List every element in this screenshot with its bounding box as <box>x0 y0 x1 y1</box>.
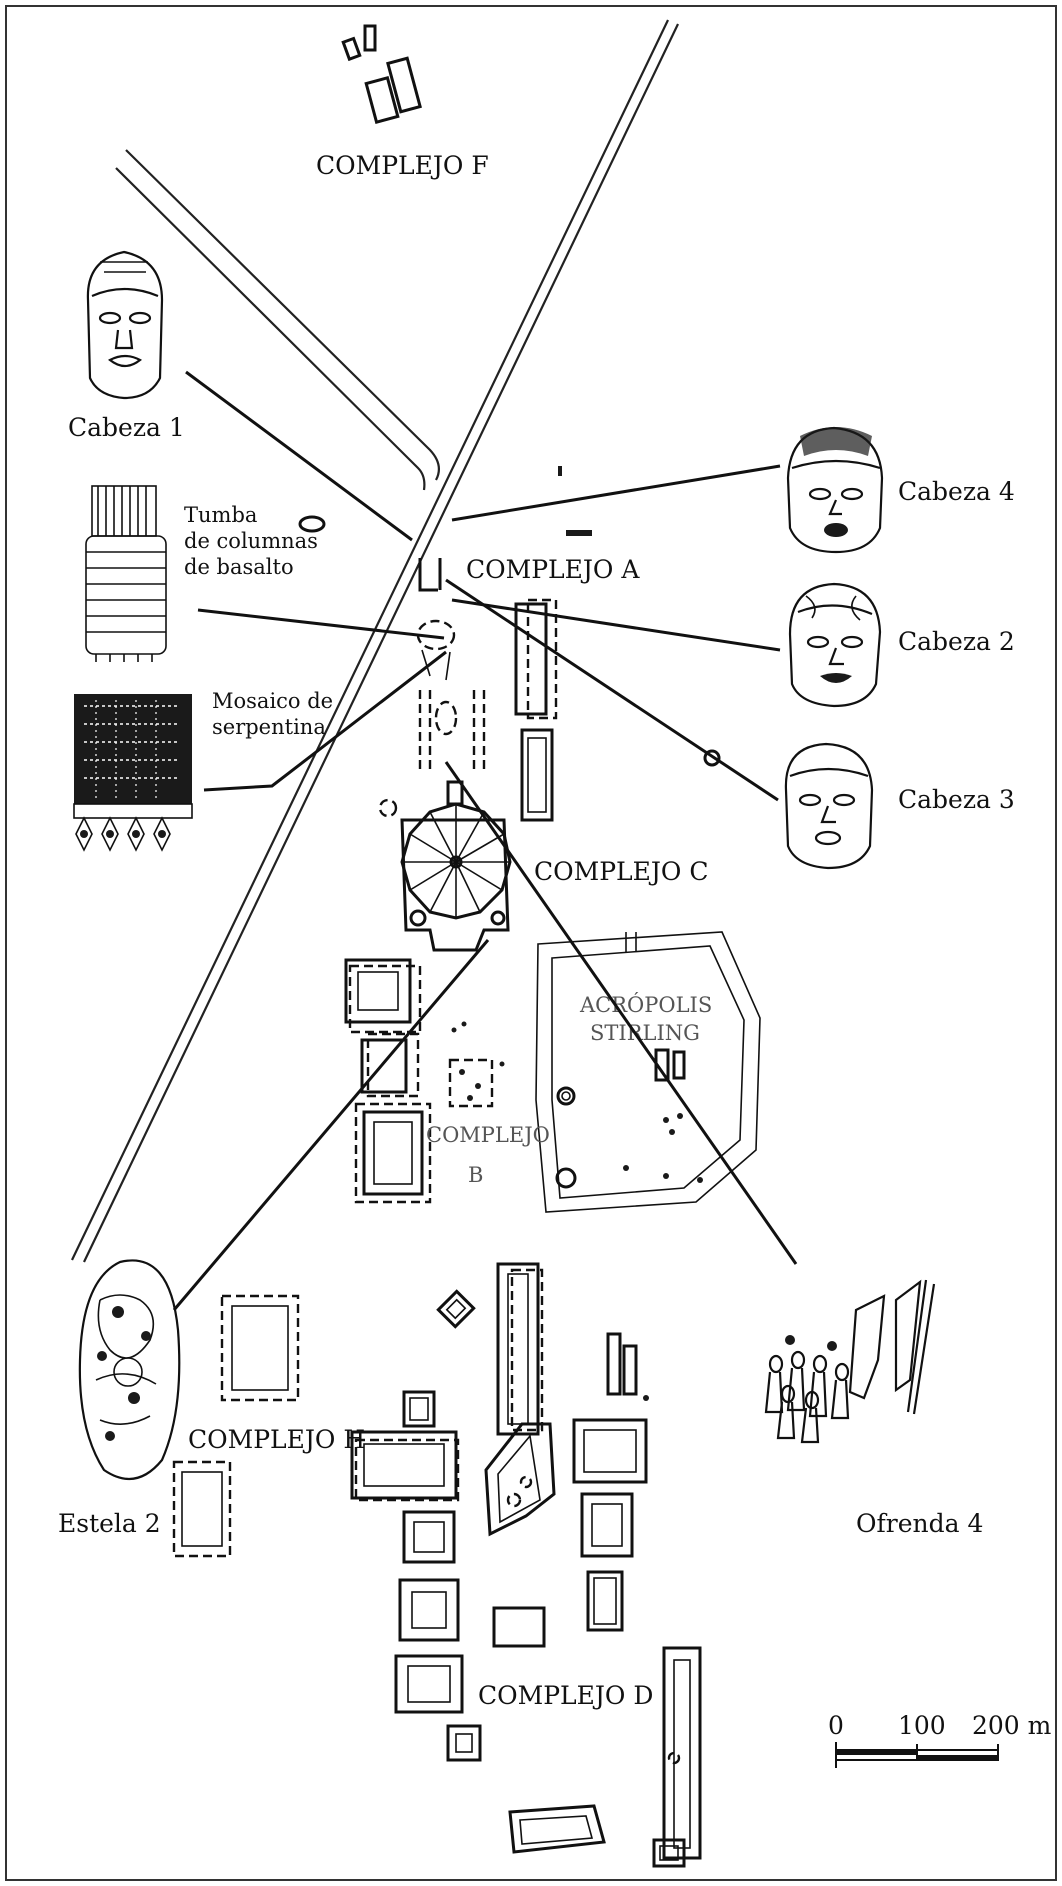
road-diagonal-a <box>71 19 669 1261</box>
mound-ring <box>298 515 326 533</box>
leader-tumba <box>197 608 445 640</box>
complejo-c <box>378 780 512 952</box>
label-acropolis-2: STIRLING <box>590 1021 700 1045</box>
roads <box>71 19 679 1263</box>
leader-cabeza-2 <box>451 598 781 652</box>
cabeza-1-icon <box>86 250 164 400</box>
cabeza-4-icon <box>786 426 884 554</box>
label-cabeza-4: Cabeza 4 <box>898 477 1015 506</box>
road-northwest <box>125 149 441 481</box>
label-estela-2: Estela 2 <box>58 1509 161 1538</box>
leader-cabeza-1 <box>185 370 413 542</box>
cabeza-3-icon <box>784 742 874 870</box>
complejo-a <box>416 466 721 822</box>
ofrenda-4-icon <box>764 1279 936 1444</box>
label-tumba-1: Tumba <box>184 503 257 527</box>
label-ofrenda-4: Ofrenda 4 <box>856 1509 983 1538</box>
estela-2-icon <box>78 1259 181 1480</box>
label-mosaico-2: serpentina <box>212 715 326 739</box>
scale-bar <box>835 1742 999 1768</box>
scale-tick-0: 0 <box>828 1711 844 1740</box>
label-complejo-d: COMPLEJO D <box>478 1681 653 1710</box>
label-acropolis-1: ACRÓPOLIS <box>579 992 712 1017</box>
label-complejo-b-1: COMPLEJO <box>426 1123 550 1147</box>
road-northwest-inner <box>115 167 426 491</box>
label-tumba-3: de basalto <box>184 555 294 579</box>
leader-estela-2 <box>172 939 490 1311</box>
leader-ofrenda-4 <box>444 761 798 1265</box>
complejo-f <box>341 24 422 125</box>
leader-mosaico <box>203 650 447 792</box>
label-complejo-c: COMPLEJO C <box>534 857 709 886</box>
map-frame <box>5 5 1057 1881</box>
label-complejo-f: COMPLEJO F <box>316 151 489 180</box>
complejo-b <box>344 958 505 1204</box>
tumba-icon <box>85 485 167 662</box>
label-complejo-b-2: B <box>468 1163 483 1187</box>
label-tumba-2: de columnas <box>184 529 318 553</box>
complejo-h <box>172 1294 300 1558</box>
label-cabeza-3: Cabeza 3 <box>898 785 1015 814</box>
mosaico-icon <box>73 694 193 852</box>
label-complejo-a: COMPLEJO A <box>466 555 640 584</box>
cabeza-2-icon <box>788 582 882 708</box>
acropolis-stirling <box>535 931 761 1213</box>
leader-cabeza-4 <box>451 464 781 522</box>
scale-tick-200: 200 m <box>972 1711 1052 1740</box>
label-mosaico-1: Mosaico de <box>212 689 333 713</box>
label-cabeza-1: Cabeza 1 <box>68 413 185 442</box>
complejo-d <box>350 1262 702 1868</box>
road-diagonal-b <box>83 23 679 1263</box>
leader-cabeza-3 <box>445 578 779 802</box>
label-cabeza-2: Cabeza 2 <box>898 627 1015 656</box>
label-complejo-h: COMPLEJO H <box>188 1425 365 1454</box>
scale-tick-100: 100 <box>898 1711 946 1740</box>
